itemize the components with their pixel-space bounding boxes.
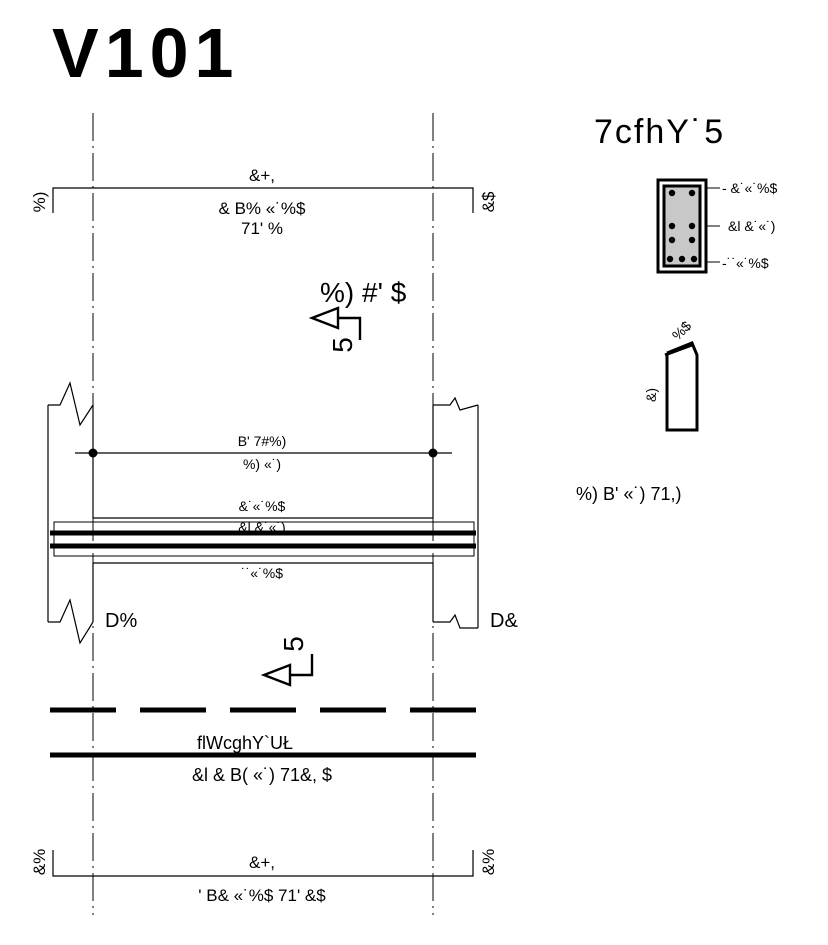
bar-top-label: &˙«˙%$ bbox=[239, 498, 286, 514]
right-end-dimension-bottom: &% bbox=[479, 849, 498, 875]
stirrup-dimension-side: &) bbox=[643, 388, 659, 402]
span-dimension-bottom: &+, bbox=[249, 853, 275, 872]
cross-section-label-mid: &l &˙«˙) bbox=[728, 218, 775, 234]
section-arrow-letter-top: 5 bbox=[327, 337, 358, 353]
right-end-dimension-top: &$ bbox=[479, 191, 498, 212]
cross-section-icon bbox=[656, 178, 720, 274]
span-dimension-top: &+, bbox=[249, 166, 275, 185]
stirrup-label-1: B' 7#%) bbox=[238, 433, 287, 449]
stirrup-shape-icon bbox=[664, 341, 699, 432]
support-left-label: D% bbox=[105, 610, 137, 632]
section-arrow-letter-bottom: 5 bbox=[278, 636, 309, 652]
column-left bbox=[47, 381, 94, 645]
reinforcement-caption: flWcghY`UŁ bbox=[197, 733, 293, 753]
section-mark-label: %) #' $ bbox=[320, 277, 407, 308]
top-bars-label-1: & B% «˙%$ bbox=[219, 199, 306, 218]
support-right-label: D& bbox=[490, 610, 518, 632]
cross-section-label-bottom: -˙˙«˙%$ bbox=[722, 255, 769, 271]
section-arrow-icon bbox=[308, 306, 362, 340]
bottom-bar-shape-line bbox=[52, 850, 474, 877]
top-bars-label-2: 71' % bbox=[241, 219, 283, 238]
bottom-bars-label: ' B& «˙%$ 71' &$ bbox=[198, 886, 326, 905]
bar-casing bbox=[53, 521, 475, 557]
reinforcement-label: &l & B( «˙) 71&, $ bbox=[192, 765, 332, 785]
stirrup-summary: %) B' «˙) 71,) bbox=[576, 484, 681, 504]
cross-section-title: 7cfhY˙5 bbox=[594, 113, 725, 151]
column-right bbox=[432, 396, 479, 629]
left-end-dimension-top: %) bbox=[30, 192, 49, 213]
stirrup-dimension-top: %$ bbox=[669, 318, 695, 344]
left-end-dimension-bottom: &% bbox=[30, 849, 49, 875]
drawing-title: V101 bbox=[52, 14, 239, 92]
top-bar-shape-line bbox=[52, 187, 474, 213]
stirrup-label-2: %) «˙) bbox=[243, 456, 281, 472]
cross-section-label-top: - &˙«˙%$ bbox=[722, 180, 777, 196]
section-arrow-bottom-icon bbox=[260, 654, 314, 687]
bar-bottom-label: ˙˙«˙%$ bbox=[241, 565, 283, 581]
stirrup-zone-dot-left bbox=[88, 448, 98, 458]
stirrup-zone-dot-right bbox=[428, 448, 438, 458]
